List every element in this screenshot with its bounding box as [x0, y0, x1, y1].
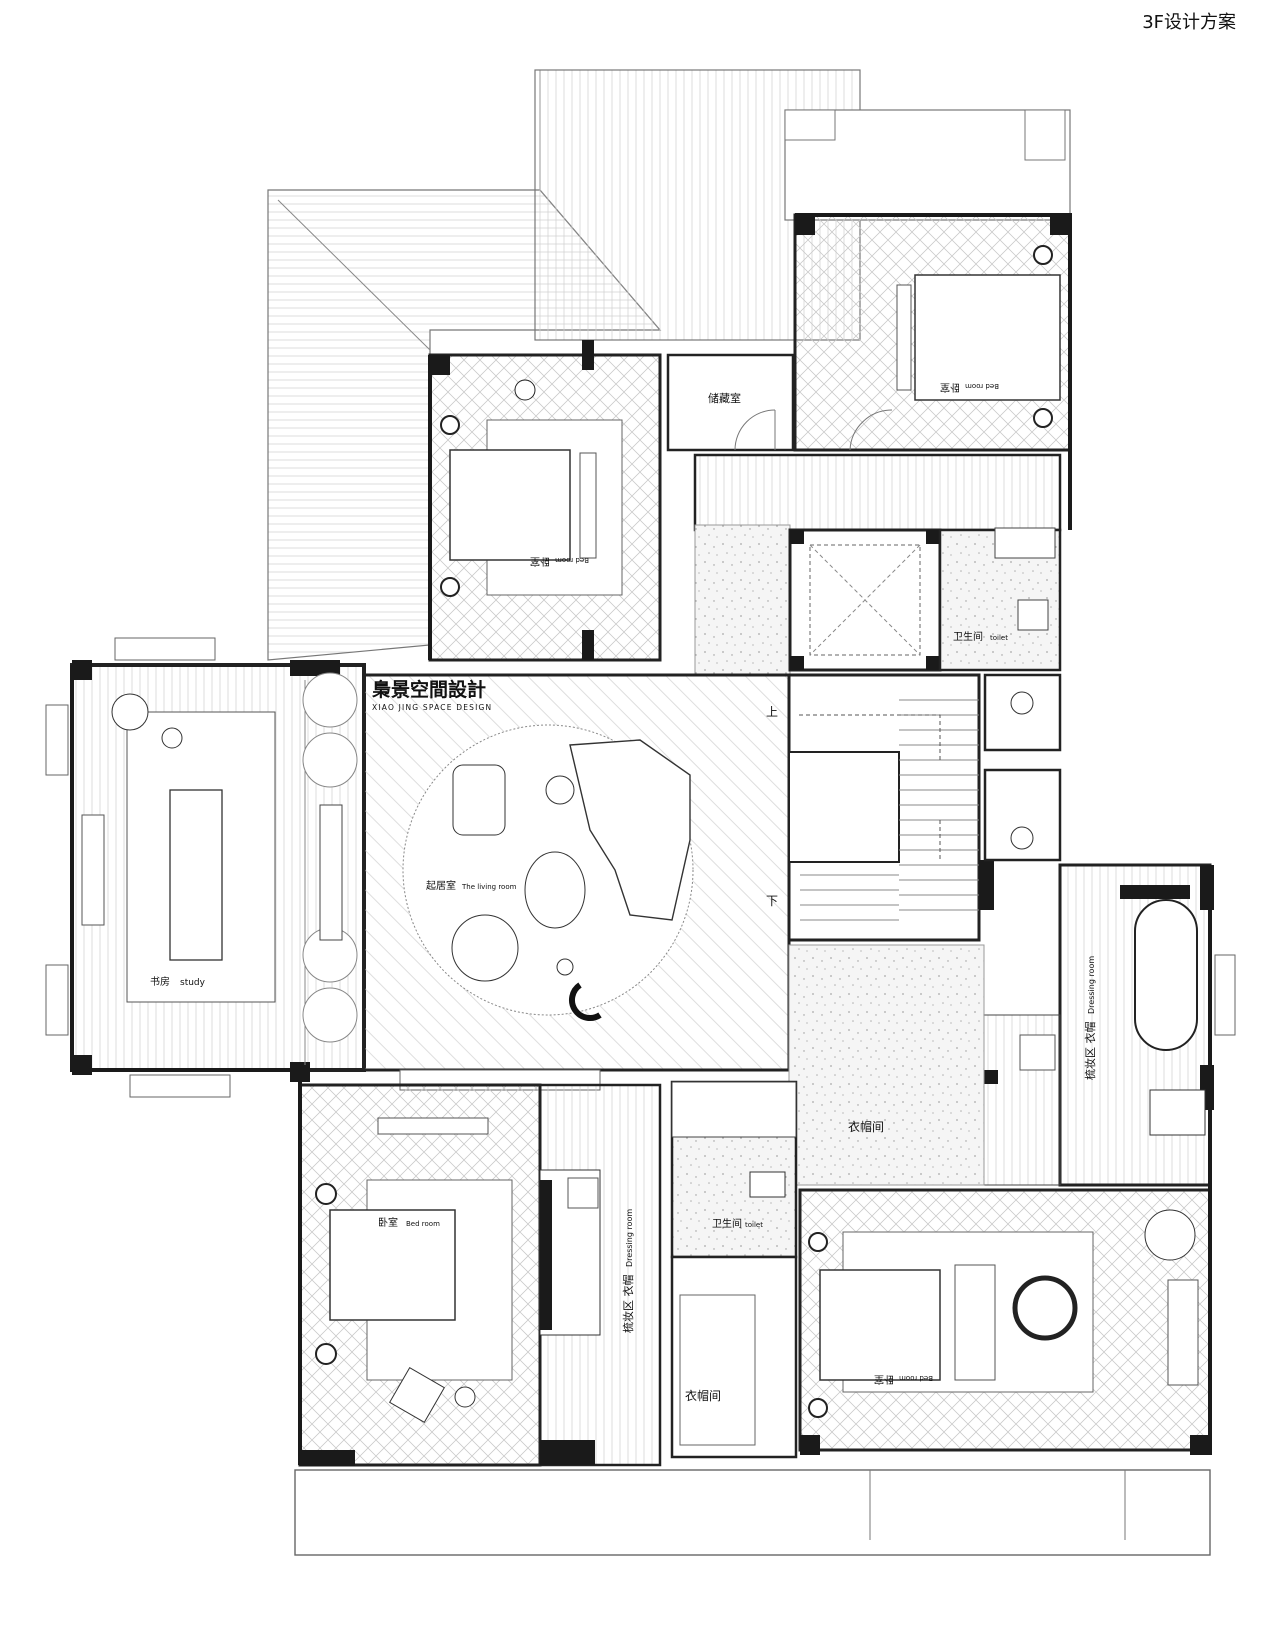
dressing-east-en: Dressing room: [1087, 956, 1096, 1014]
bedroom-sw: [298, 1083, 542, 1467]
bedroom-ne: [793, 213, 1072, 452]
bed-sw: [329, 1209, 456, 1321]
outer-walls: [70, 213, 1212, 1465]
cloak-s-label: 衣帽间: [685, 1388, 721, 1403]
cloak-east-label: 衣帽间: [848, 1119, 884, 1134]
brand-name-cn: 梟景空間設計: [371, 678, 486, 701]
sofa: [569, 739, 691, 921]
study-room: [45, 637, 366, 1098]
storage-room: [666, 353, 795, 452]
bedroom-nw-en: Bed room: [555, 556, 589, 564]
bedroom-sw-en: Bed room: [406, 1220, 440, 1228]
bedroom-nw-label: 卧室 Bed room: [530, 555, 589, 568]
study-cn: 书房: [150, 975, 170, 988]
study-desk: [169, 789, 223, 961]
dressing-sw-cn: 梳妆区 衣帽: [621, 1275, 635, 1334]
rattan-chair: [451, 914, 519, 982]
dressing-sw-label: 梳妆区 衣帽 Dressing room: [621, 1209, 635, 1333]
living-room: [362, 673, 791, 1091]
dressing-east-cn: 梳妆区 衣帽: [1083, 1022, 1097, 1081]
bathtub: [1134, 899, 1198, 1051]
hall-se: [788, 944, 985, 1186]
staircase: [787, 673, 994, 942]
bedroom-se-cn: 卧室: [874, 1373, 894, 1386]
plan-title: 3F设计方案: [1142, 12, 1236, 33]
toilet-ne-cn: 卫生间: [953, 630, 983, 643]
lobby-stone: [694, 524, 791, 676]
bed-ne: [914, 274, 1061, 401]
bedroom-se-label: 卧室 Bed room: [874, 1373, 933, 1386]
living-en: The living room: [461, 883, 517, 891]
toilet-ne: [938, 527, 1062, 672]
dressing-sw-en: Dressing room: [625, 1209, 634, 1267]
brand-name-en: XIAO JING SPACE DESIGN: [372, 703, 492, 712]
dressing-sw: [538, 1083, 662, 1467]
toilet-s-cn: 卫生间: [712, 1217, 742, 1230]
wash-niche: [983, 673, 1062, 862]
dressing-east: [1058, 863, 1236, 1187]
toilet-s-en: toilet: [745, 1221, 763, 1229]
stair-down-label: 下: [766, 894, 778, 908]
bedroom-se-en: Bed room: [899, 1374, 933, 1382]
stair-up-label: 上: [766, 705, 778, 719]
bedroom-nw-cn: 卧室: [530, 555, 550, 568]
cloakroom-s: [670, 1255, 798, 1459]
bed-nw: [449, 449, 571, 561]
bedroom-nw: [428, 340, 662, 662]
bedroom-sw-cn: 卧室: [378, 1216, 398, 1229]
study-en: study: [180, 978, 206, 988]
toilet-s: [670, 1080, 798, 1259]
brand-logo: 梟景空間設計 XIAO JING SPACE DESIGN: [371, 678, 492, 712]
toilet-ne-en: toilet: [990, 634, 1008, 642]
bed-se: [819, 1269, 941, 1381]
bedroom-ne-label: 卧室 Bed room: [940, 381, 999, 394]
bedroom-se: [798, 1188, 1212, 1455]
corridor-north: [693, 453, 1062, 532]
bedroom-ne-en: Bed room: [965, 382, 999, 390]
dressing-east-label: 梳妆区 衣帽 Dressing room: [1083, 956, 1097, 1080]
south-balcony: [294, 1469, 1211, 1556]
living-cn: 起居室: [426, 879, 456, 892]
round-table: [1012, 1275, 1078, 1341]
bedroom-ne-cn: 卧室: [940, 381, 960, 394]
elevator: [788, 528, 942, 672]
storage-label: 储藏室: [708, 391, 741, 405]
